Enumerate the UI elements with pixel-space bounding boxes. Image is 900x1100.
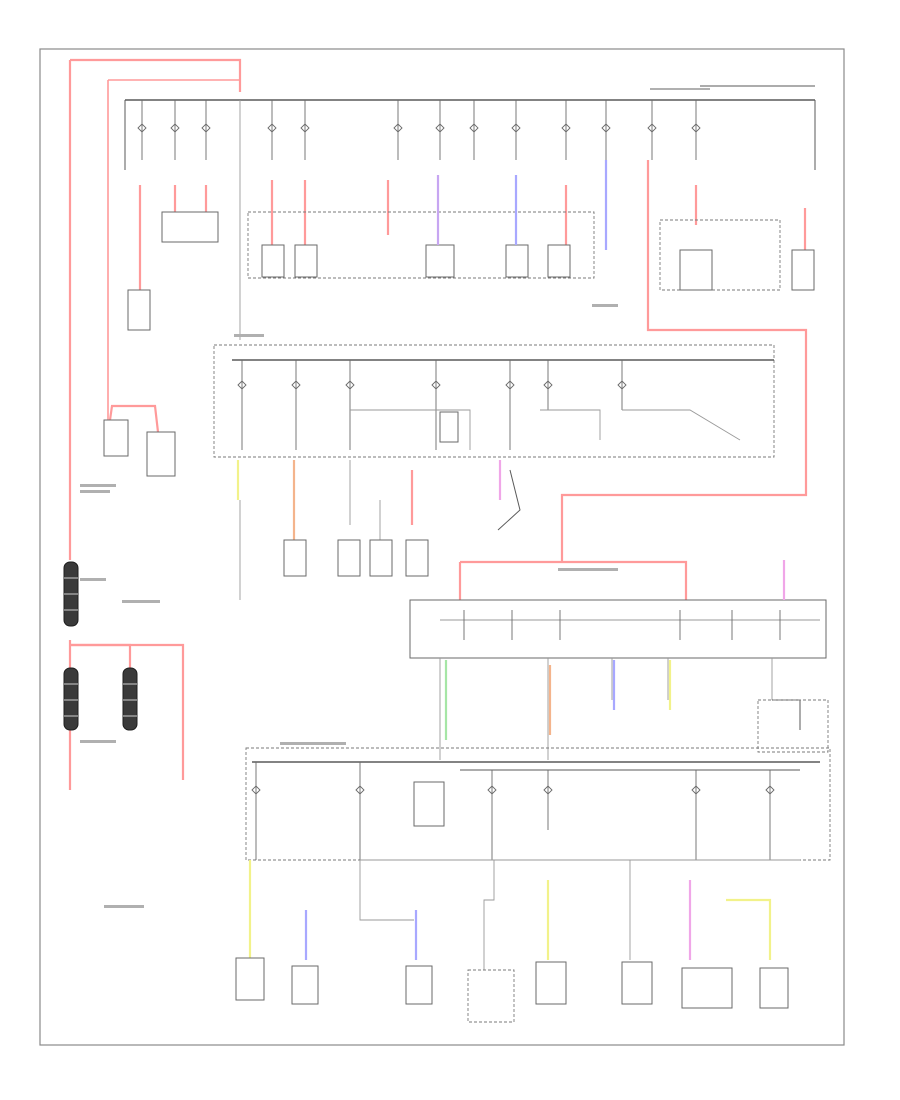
relay-module: [409, 560, 829, 760]
battery-1: [63, 561, 79, 627]
top-load-boxes: [127, 160, 815, 331]
middle-fuse-bus: [213, 344, 775, 600]
bottom-fuse-bus: [245, 747, 831, 861]
main-battery-feed-wire: [68, 58, 808, 790]
battery-2: [63, 667, 79, 731]
illegible-label-marks: [80, 88, 710, 908]
battery-3: [122, 667, 138, 731]
middle-load-boxes: [103, 419, 521, 577]
bottom-load-boxes: [235, 860, 789, 1023]
diagram-frame: [39, 48, 845, 1046]
top-fuse-bus: [124, 85, 816, 340]
